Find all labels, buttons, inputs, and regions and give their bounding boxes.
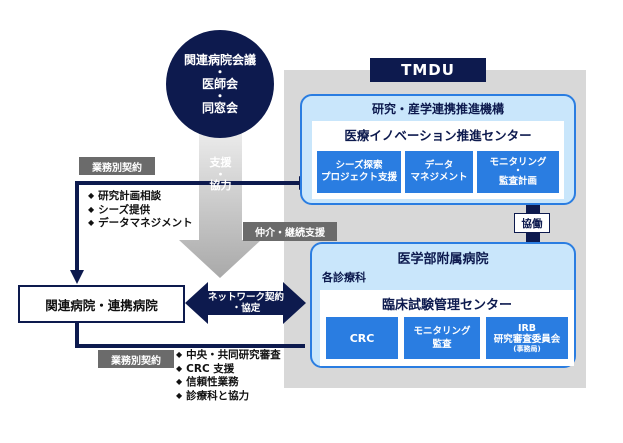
monitoring-plan-line-3: 監査計画 <box>498 176 537 187</box>
hospital-box: 医学部附属病院 各診療科 臨床試験管理センター CRC モニタリング 監査 IR… <box>310 242 576 368</box>
top-circle-line-3: 医師会 <box>201 77 238 91</box>
departments-label: 各診療科 <box>322 271 366 284</box>
irb-box: IRB 研究審査委員会 (事務局) <box>486 317 568 359</box>
data-mgmt-line-2: マネジメント <box>410 172 468 183</box>
top-bullet-2: シーズ提供 <box>88 204 193 218</box>
top-bullet-3: データマネジメント <box>88 217 193 231</box>
contract-bottom-label: 業務別契約 <box>98 350 174 368</box>
seeds-line-2: プロジェクト支援 <box>320 172 397 183</box>
cooperation-label-text: 協働 <box>521 217 543 230</box>
arrowhead-to-affiliated <box>70 270 84 284</box>
top-circle: 関連病院会議 ・ 医師会 ・ 同窓会 <box>166 30 274 138</box>
monitoring-plan-line-1: モニタリング <box>489 157 547 168</box>
monitoring-audit-line-2: 監査 <box>432 339 452 350</box>
irb-line-2: 研究審査委員会 <box>493 333 561 345</box>
bottom-bullet-1: 中央・共同研究審査 <box>176 349 281 363</box>
top-circle-line-4: ・ <box>213 89 226 103</box>
monitoring-plan-box: モニタリング ・ 監査計画 <box>477 151 559 193</box>
top-circle-line-2: ・ <box>213 65 226 79</box>
mediation-label: 仲介・継続支援 <box>243 222 337 241</box>
monitoring-audit-line-1: モニタリング <box>413 326 471 337</box>
network-arrow-label: ネットワーク契約 ・協定 <box>205 291 287 315</box>
tmdu-label-text: TMDU <box>401 61 455 79</box>
network-double-arrow <box>185 282 306 324</box>
crc-label: CRC <box>349 331 375 345</box>
clinical-trial-center-box: 臨床試験管理センター CRC モニタリング 監査 IRB 研究審査委員会 (事務… <box>320 290 574 366</box>
research-box: 研究・産学連携推進機構 医療イノベーション推進センター シーズ探索 プロジェクト… <box>300 94 576 205</box>
contract-top-label-text: 業務別契約 <box>92 162 142 174</box>
seeds-line-1: シーズ探索 <box>335 160 383 171</box>
network-line-1: ネットワーク契約 <box>207 292 284 303</box>
top-circle-line-5: 同窓会 <box>201 101 238 115</box>
hospital-title: 医学部附属病院 <box>397 251 489 267</box>
clinical-trial-center-title: 臨床試験管理センター <box>381 297 512 313</box>
bottom-bullet-3: 信頼性業務 <box>176 376 281 390</box>
support-arrow-shape <box>179 128 261 278</box>
innovation-center-box: 医療イノベーション推進センター シーズ探索 プロジェクト支援 データ マネジメン… <box>312 121 564 199</box>
research-title: 研究・産学連携推進機構 <box>371 101 504 116</box>
top-bullet-list: 研究計画相談 シーズ提供 データマネジメント <box>88 190 193 231</box>
cooperation-label: 協働 <box>514 213 550 233</box>
support-arrow-label: 支援 ・ 協力 <box>199 156 242 193</box>
monitoring-plan-line-2: ・ <box>513 166 523 177</box>
data-mgmt-line-1: データ <box>424 160 454 171</box>
affiliated-hospitals-box: 関連病院・連携病院 <box>18 285 185 323</box>
crc-box: CRC <box>326 317 398 359</box>
bottom-bullet-2: CRC 支援 <box>176 363 281 377</box>
tmdu-label: TMDU <box>370 58 486 82</box>
irb-line-1: IRB <box>517 322 537 334</box>
top-circle-line-1: 関連病院会議 <box>183 53 256 67</box>
top-bullet-1: 研究計画相談 <box>88 190 193 204</box>
network-line-2: ・協定 <box>231 303 261 314</box>
bottom-bullet-list: 中央・共同研究審査 CRC 支援 信頼性業務 診療科と協力 <box>176 349 281 403</box>
irb-secretariat: (事務局) <box>513 344 541 353</box>
support-line-2: ・ <box>215 168 226 181</box>
mediation-label-text: 仲介・継続支援 <box>255 228 325 239</box>
bottom-bullet-4: 診療科と協力 <box>176 390 281 404</box>
contract-top-label: 業務別契約 <box>79 157 155 175</box>
data-management-box: データ マネジメント <box>405 151 473 193</box>
support-line-3: 協力 <box>209 179 232 192</box>
innovation-center-title: 医療イノベーション推進センター <box>344 127 532 143</box>
contract-bottom-label-text: 業務別契約 <box>111 355 161 367</box>
seeds-project-box: シーズ探索 プロジェクト支援 <box>317 151 401 193</box>
support-line-1: 支援 <box>209 156 232 169</box>
monitoring-audit-box: モニタリング 監査 <box>404 317 480 359</box>
affiliated-hospitals-label: 関連病院・連携病院 <box>45 297 158 313</box>
